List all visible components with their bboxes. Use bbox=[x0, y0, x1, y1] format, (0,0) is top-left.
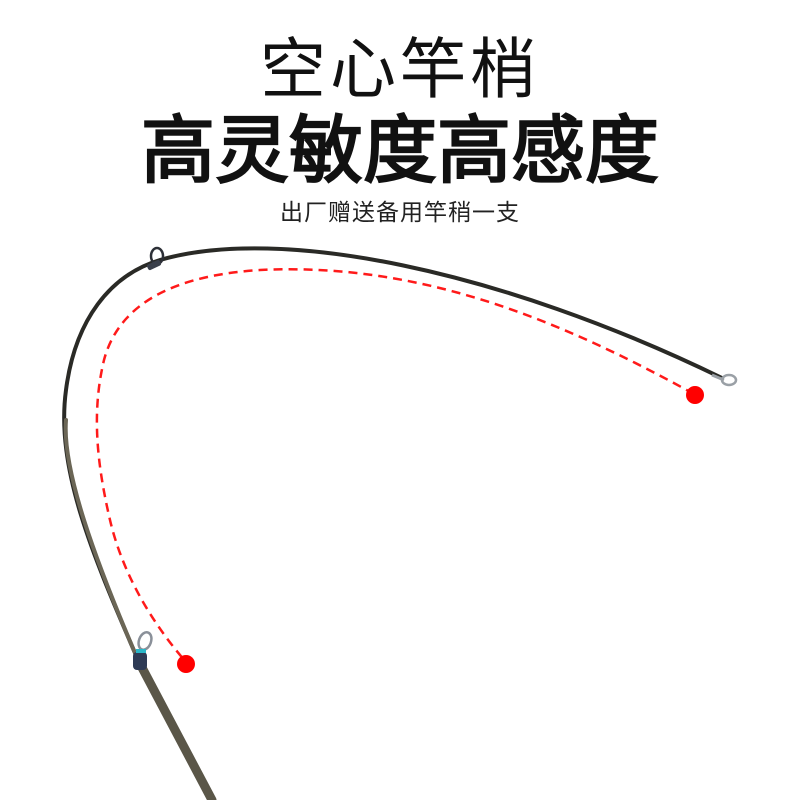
subtitle-spare-tip-included: 出厂赠送备用竿稍一支 bbox=[280, 200, 520, 226]
rod-tip-top-guide-icon bbox=[711, 373, 738, 387]
rod-blank-highlight bbox=[63, 418, 140, 662]
headline-hollow-rod-tip: 空心竿梢 bbox=[260, 31, 540, 108]
bend-trajectory-dashed-line bbox=[95, 268, 695, 663]
rod-guide-upper-icon bbox=[147, 246, 165, 271]
rod-butt-section bbox=[133, 655, 217, 800]
bend-start-marker-icon bbox=[177, 655, 195, 673]
rod-guide-lower-icon bbox=[133, 631, 153, 670]
headline-high-sensitivity: 高灵敏度高感度 bbox=[141, 108, 659, 194]
bend-end-marker-icon bbox=[686, 386, 704, 404]
rod-blank bbox=[62, 246, 724, 662]
